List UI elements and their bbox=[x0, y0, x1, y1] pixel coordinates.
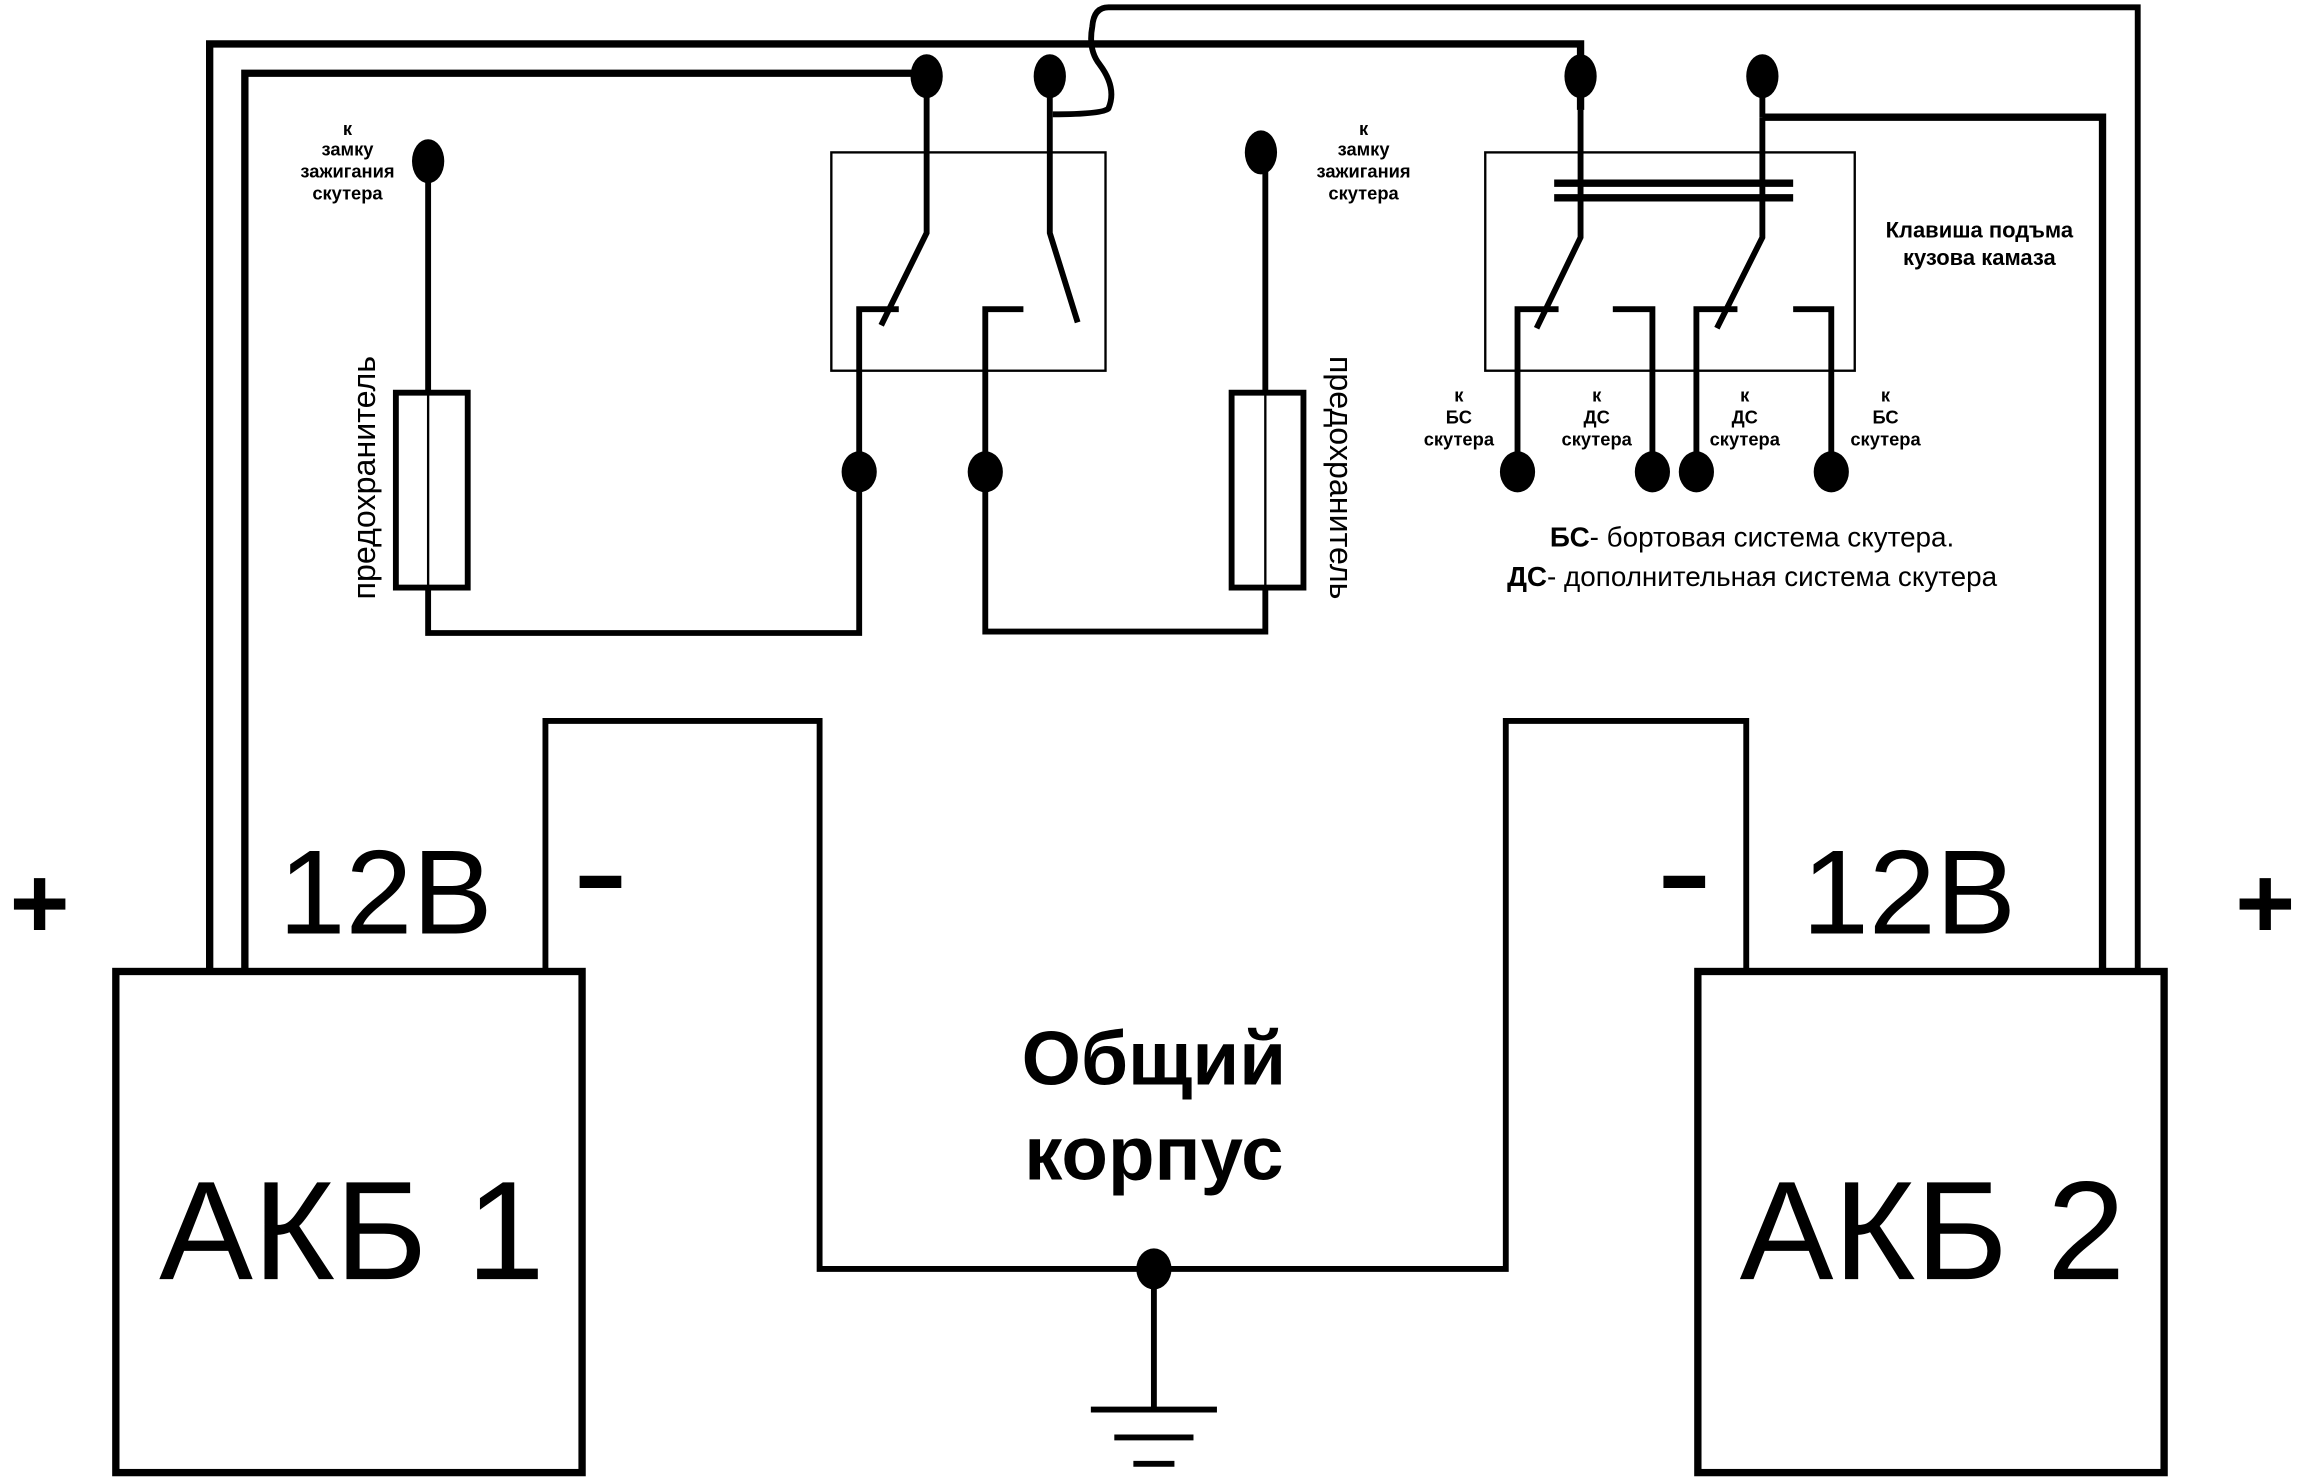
wire-left-fuse-bottom bbox=[425, 471, 863, 636]
fuse-left-body bbox=[392, 389, 471, 591]
kamaz-contact-1 bbox=[1514, 306, 1559, 472]
wire-right-fuse-bottom bbox=[982, 471, 1269, 635]
kamaz-output-label-3: к ДС скутера bbox=[1710, 384, 1781, 449]
ignition-left-line3: зажигания bbox=[300, 160, 394, 181]
fuse-left-label: предохранитель bbox=[346, 356, 382, 600]
ignition-right-line3: зажигания bbox=[1316, 160, 1410, 181]
terminal-kamaz-out-4[interactable] bbox=[1813, 451, 1849, 493]
wire-akb1-minus bbox=[542, 717, 1154, 1272]
middle-switch-contact-right bbox=[982, 306, 1024, 472]
svg-text:к: к bbox=[1454, 384, 1464, 405]
middle-switch-pole-right bbox=[1046, 76, 1081, 324]
svg-text:ДС: ДС bbox=[1732, 406, 1758, 427]
terminal-right-ignition[interactable] bbox=[1244, 130, 1278, 175]
kamaz-output-label-2: к ДС скутера bbox=[1562, 384, 1633, 449]
ignition-right-line2: замку bbox=[1338, 138, 1391, 159]
kamaz-label-line1: Клавиша подъма bbox=[1886, 217, 2074, 242]
fuse-right-label: предохранитель bbox=[1323, 356, 1359, 600]
ignition-left-line1: к bbox=[343, 118, 353, 139]
wire-akb2-plus-outer bbox=[1052, 4, 2141, 972]
middle-switch-pole-left bbox=[878, 76, 930, 327]
akb2-voltage-label: 12В bbox=[1802, 825, 2016, 959]
kamaz-output-label-4: к БС скутера bbox=[1850, 384, 1921, 449]
legend-ds: ДС- дополнительная система скутера bbox=[1507, 561, 1998, 592]
svg-text:скутера: скутера bbox=[1710, 428, 1781, 449]
svg-text:к: к bbox=[1592, 384, 1602, 405]
svg-text:к: к bbox=[1881, 384, 1891, 405]
common-body-line1: Общий bbox=[1022, 1016, 1286, 1101]
kamaz-contact-3 bbox=[1693, 306, 1738, 472]
terminal-middle-top-right[interactable] bbox=[1033, 54, 1066, 99]
akb1-plus-label: + bbox=[10, 845, 70, 960]
svg-text:скутера: скутера bbox=[1562, 428, 1633, 449]
wire-akb1-plus-inner bbox=[241, 69, 927, 972]
kamaz-output-label-1: к БС скутера bbox=[1424, 384, 1495, 449]
svg-text:к: к bbox=[1740, 384, 1750, 405]
akb1-minus-label: - bbox=[573, 816, 628, 931]
terminal-kamaz-out-2[interactable] bbox=[1634, 451, 1671, 493]
ignition-right-line4: скутера bbox=[1328, 182, 1399, 203]
svg-text:БС: БС bbox=[1446, 406, 1472, 427]
kamaz-switch-pole-right bbox=[1714, 117, 1766, 330]
svg-text:БС: БС bbox=[1872, 406, 1898, 427]
terminal-middle-top-left[interactable] bbox=[910, 54, 943, 99]
wire-akb2-minus bbox=[1153, 717, 1750, 1272]
akb2-minus-label: - bbox=[1657, 816, 1712, 931]
fuse-right-body bbox=[1228, 389, 1307, 591]
akb1-voltage-label: 12В bbox=[279, 825, 493, 959]
kamaz-switch-box bbox=[1484, 151, 1856, 372]
middle-switch-contact-left bbox=[856, 306, 899, 472]
akb1-name: АКБ 1 bbox=[159, 1152, 545, 1309]
svg-text:ДС: ДС bbox=[1584, 406, 1610, 427]
terminal-left-ignition[interactable] bbox=[412, 139, 445, 184]
wire-akb2-plus-inner bbox=[1762, 113, 2107, 972]
battery-akb2 bbox=[1694, 967, 2168, 1477]
kamaz-switch-pole-left bbox=[1533, 109, 1584, 330]
legend-bs: БС- бортовая система скутера. bbox=[1550, 522, 1954, 553]
akb2-plus-label: + bbox=[2235, 845, 2295, 960]
ignition-label-right: к замку зажигания скутера bbox=[1316, 118, 1410, 203]
common-body-line2: корпус bbox=[1024, 1112, 1283, 1197]
ignition-left-line2: замку bbox=[322, 138, 375, 159]
akb2-name: АКБ 2 bbox=[1740, 1152, 2126, 1309]
kamaz-switch-label: Клавиша подъма кузова камаза bbox=[1886, 217, 2074, 270]
middle-switch-box bbox=[830, 151, 1107, 372]
ignition-left-line4: скутера bbox=[312, 182, 383, 203]
kamaz-label-line2: кузова камаза bbox=[1903, 245, 2057, 270]
ignition-label-left: к замку зажигания скутера bbox=[300, 118, 394, 203]
terminal-kamaz-out-1[interactable] bbox=[1499, 451, 1536, 493]
kamaz-contact-4 bbox=[1793, 306, 1835, 472]
svg-text:скутера: скутера bbox=[1424, 428, 1495, 449]
battery-akb1 bbox=[112, 967, 586, 1477]
svg-text:скутера: скутера bbox=[1850, 428, 1921, 449]
ignition-right-line1: к bbox=[1359, 118, 1369, 139]
terminal-kamaz-out-3[interactable] bbox=[1678, 451, 1714, 493]
kamaz-contact-2 bbox=[1612, 306, 1656, 472]
